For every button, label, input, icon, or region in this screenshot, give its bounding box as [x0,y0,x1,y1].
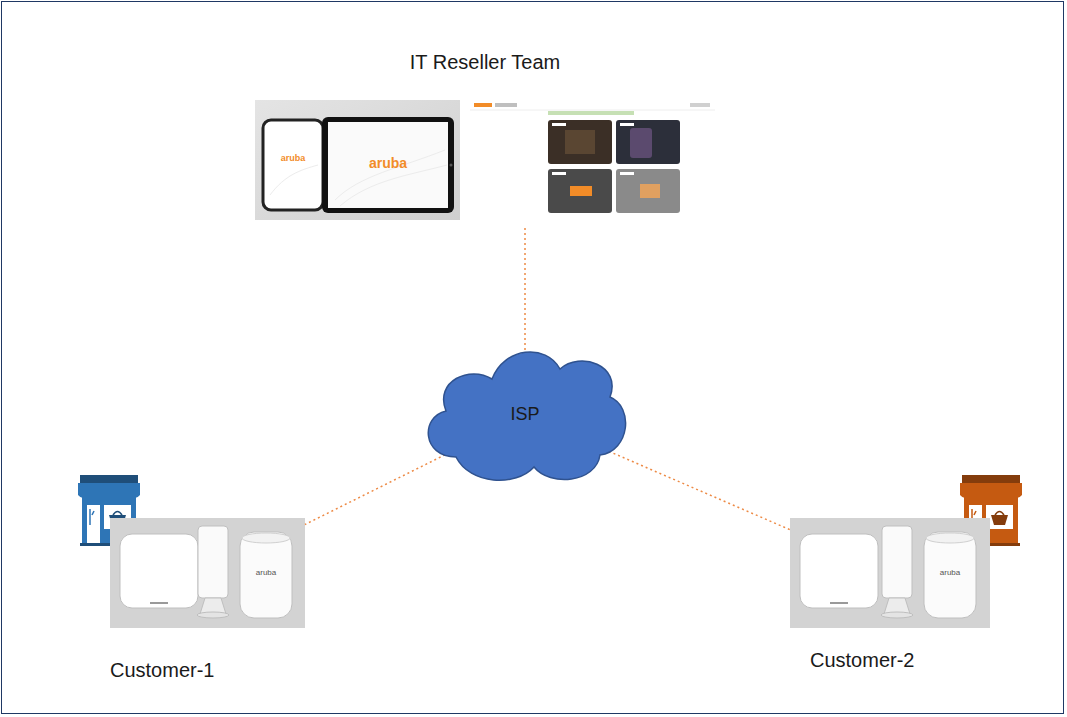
logo-text: aruba [256,569,276,578]
label-holder: aruba [940,569,960,578]
logo-text: aruba [281,154,306,164]
dotted-link [305,455,445,525]
cloud-node: ISP [418,345,632,485]
label-holder: aruba [256,569,276,578]
device-picture [255,100,460,220]
dashboard-screenshot [470,100,715,218]
cloud-label: ISP [510,404,539,426]
dotted-link [609,451,790,529]
cloud-outline [428,352,625,480]
site-label: Customer-2 [810,648,914,672]
access-point-picture [110,518,305,628]
site-label: Customer-1 [110,658,214,682]
logo-text: aruba [369,156,407,171]
access-point-picture [790,518,990,628]
team-group: IT Reseller Team [250,45,720,228]
label-holder: aruba [281,154,306,164]
logo-text: aruba [940,569,960,578]
group-heading: IT Reseller Team [410,50,560,74]
label-holder: aruba [369,156,407,171]
dotted-link [524,228,526,351]
